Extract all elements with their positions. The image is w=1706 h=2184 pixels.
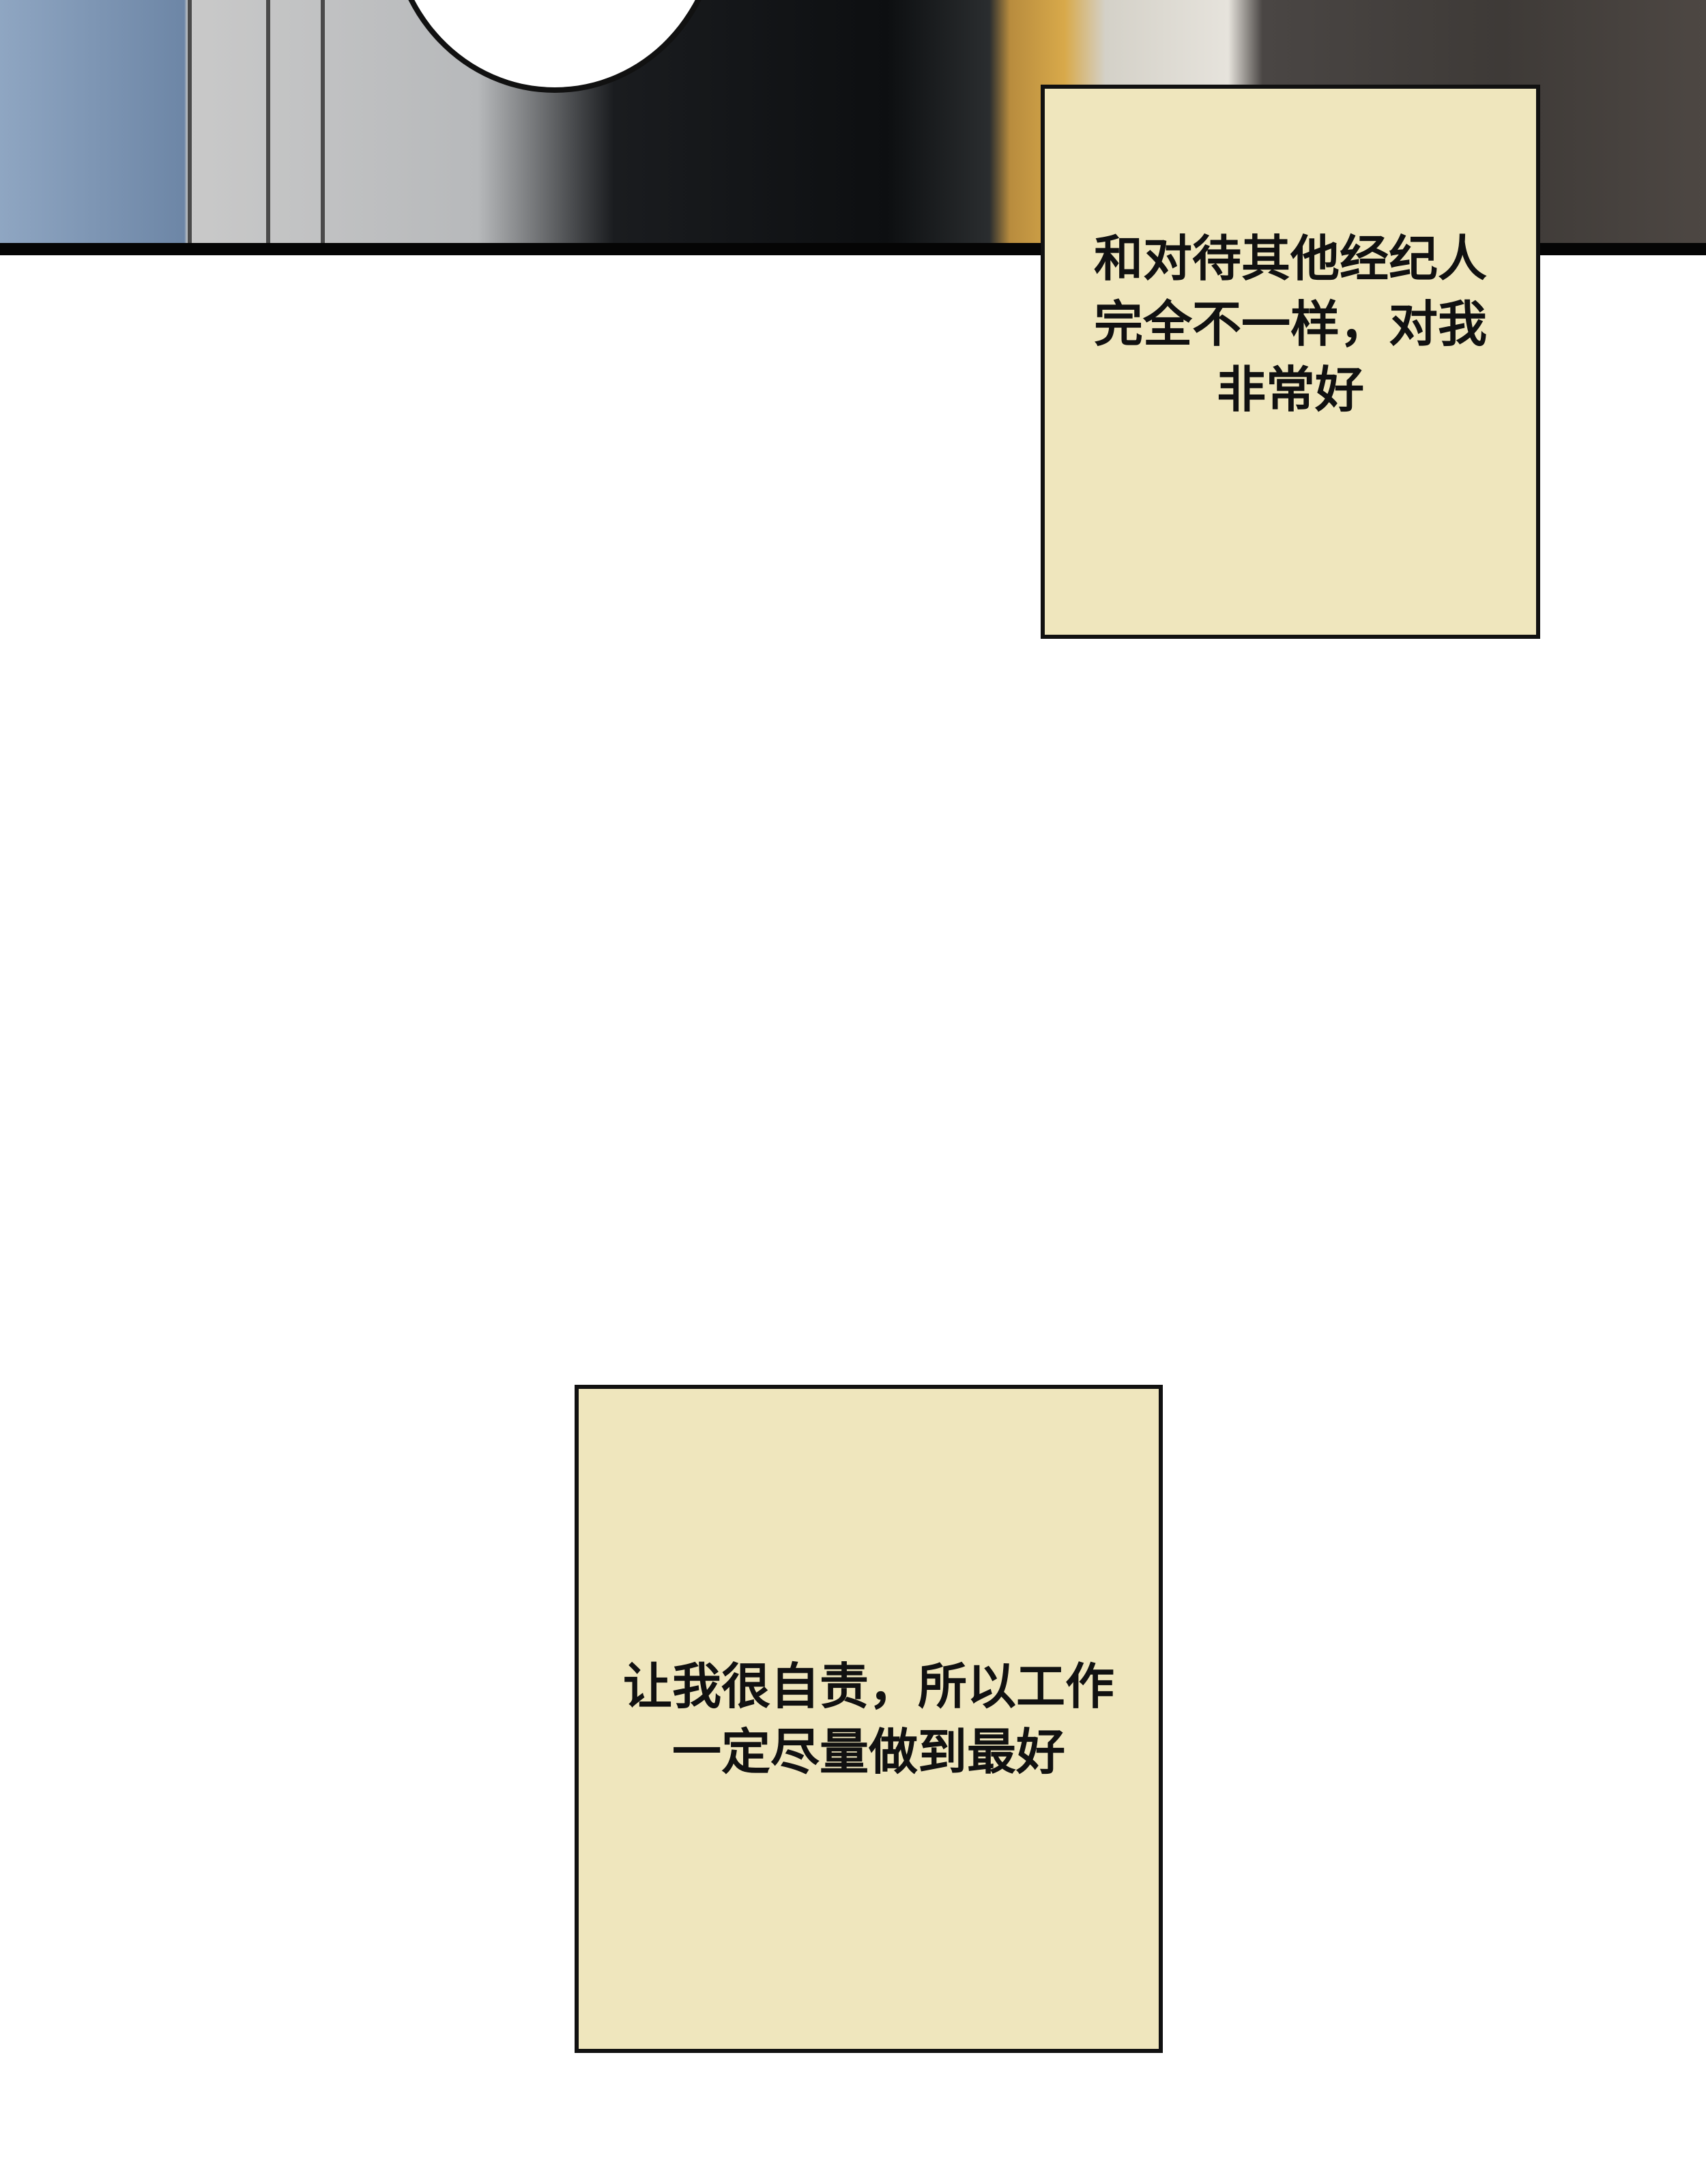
- speech-bubble-tail: [389, 0, 721, 93]
- door-frame-line: [266, 0, 270, 244]
- caption-text: 让我很自责，所以工作 一定尽量做到最好: [622, 1657, 1114, 1781]
- caption-box: 让我很自责，所以工作 一定尽量做到最好: [575, 1385, 1163, 2053]
- caption-box: 和对待其他经纪人 完全不一样，对我 非常好: [1041, 85, 1540, 639]
- door-frame-line: [321, 0, 325, 244]
- door-frame-line: [188, 0, 192, 244]
- caption-text: 和对待其他经纪人 完全不一样，对我 非常好: [1093, 230, 1487, 418]
